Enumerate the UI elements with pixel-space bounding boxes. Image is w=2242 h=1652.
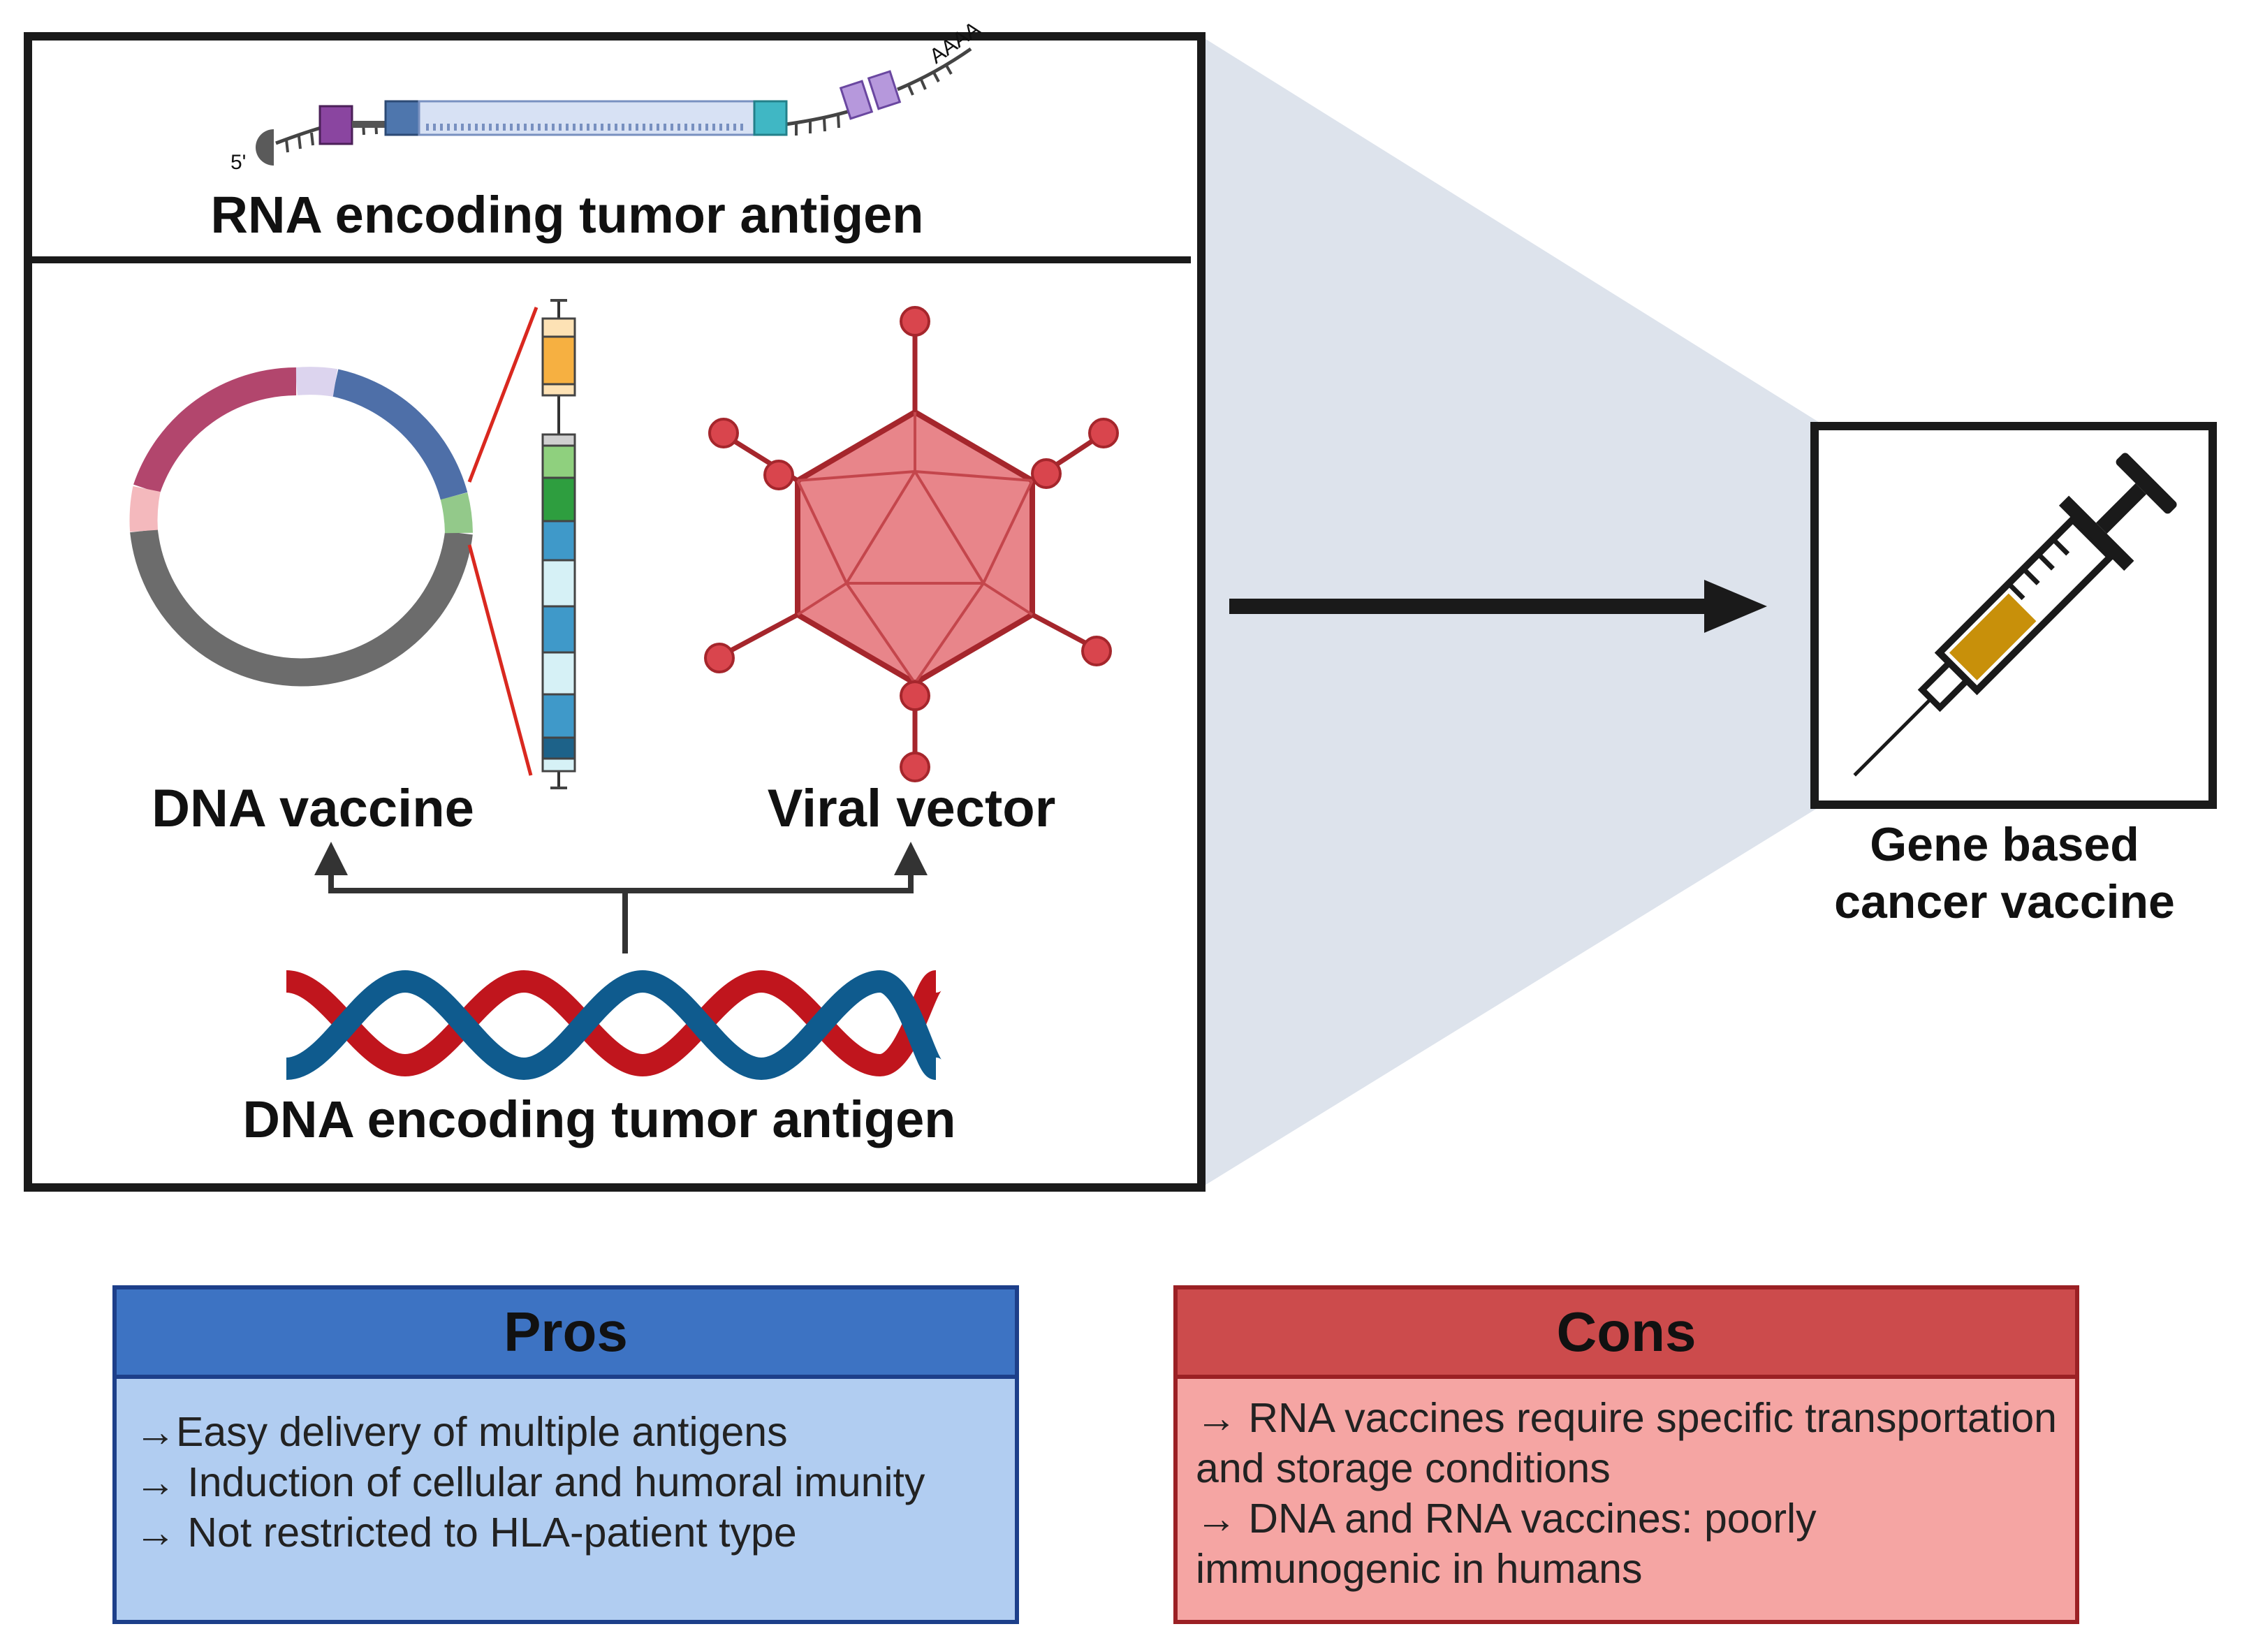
plasmid-zoom-line-top <box>467 307 538 483</box>
rna-cap-icon <box>256 129 274 166</box>
viral-vector-icon <box>704 306 1119 782</box>
dna-vaccine-label: DNA vaccine <box>152 779 474 838</box>
rna-strand-icon <box>256 47 972 166</box>
pros-title: Pros <box>117 1289 1015 1379</box>
branch-arrows <box>328 873 914 953</box>
arrowhead-to-dna-vaccine <box>314 842 348 875</box>
pros-item: →Easy delivery of multiple antigens <box>135 1409 788 1455</box>
main-arrow-head <box>1704 580 1767 633</box>
plasmid-icon <box>129 367 473 687</box>
plasmid-zoom-line-bottom <box>467 544 533 776</box>
cons-list: → RNA vaccines require specific transpor… <box>1178 1379 2075 1594</box>
cons-title: Cons <box>1178 1289 2075 1379</box>
syringe-icon <box>1853 453 2177 777</box>
arrowhead-to-viral-vector <box>894 842 928 875</box>
gene-cassette-icon <box>541 299 576 789</box>
dna-label: DNA encoding tumor antigen <box>243 1090 956 1148</box>
rna-label: RNA encoding tumor antigen <box>211 186 924 244</box>
pros-panel: Pros →Easy delivery of multiple antigens… <box>112 1285 1019 1624</box>
cons-item: → DNA and RNA vaccines: poorly immunogen… <box>1196 1496 1817 1592</box>
viral-vector-label: Viral vector <box>768 779 1056 838</box>
cons-panel: Cons → RNA vaccines require specific tra… <box>1173 1285 2079 1624</box>
cons-item: → RNA vaccines require specific transpor… <box>1196 1395 2057 1491</box>
rna-five-prime-label: 5' <box>230 151 246 174</box>
gene-vaccine-label-line1: Gene based <box>1870 818 2139 871</box>
dna-helix-icon <box>285 970 943 1081</box>
gene-vaccine-label-line2: cancer vaccine <box>1834 875 2175 928</box>
pros-item: → Induction of cellular and humoral imun… <box>135 1459 925 1505</box>
pros-list: →Easy delivery of multiple antigens → In… <box>117 1379 1015 1558</box>
pros-item: → Not restricted to HLA-patient type <box>135 1510 797 1556</box>
